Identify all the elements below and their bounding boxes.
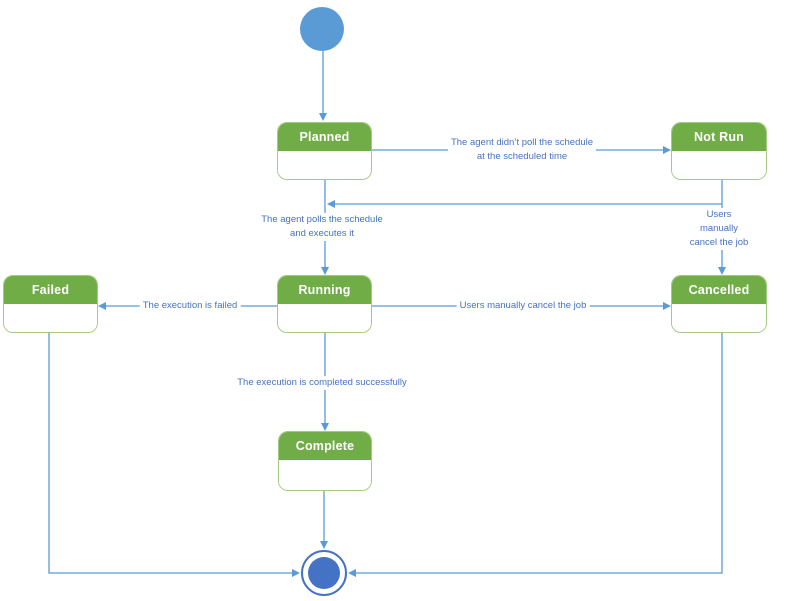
state-running-title: Running: [278, 276, 371, 306]
state-complete-title: Complete: [279, 432, 371, 462]
state-failed-title: Failed: [4, 276, 97, 306]
final-state-node[interactable]: [301, 550, 347, 596]
edge-initial-to-planned: [319, 51, 327, 121]
state-failed-body: [4, 306, 97, 332]
state-cancelled-title: Cancelled: [672, 276, 766, 306]
edge-failed-to-final: [48, 333, 300, 577]
edge-complete-to-final: [320, 491, 328, 549]
edge-label-planned-to-not-run: The agent didn’t poll the schedule at th…: [447, 136, 597, 164]
final-state-inner-dot: [308, 557, 340, 589]
edge-not-run-to-running-merge: [327, 200, 722, 208]
state-cancelled[interactable]: Cancelled: [671, 275, 767, 333]
state-running-body: [278, 306, 371, 332]
state-failed[interactable]: Failed: [3, 275, 98, 333]
initial-state-node[interactable]: [300, 7, 344, 51]
edge-label-planned-to-running: The agent polls the schedule and execute…: [258, 213, 386, 241]
state-not-run[interactable]: Not Run: [671, 122, 767, 180]
state-not-run-body: [672, 153, 766, 179]
edge-cancelled-to-final: [348, 333, 723, 577]
state-planned-title: Planned: [278, 123, 371, 153]
edge-label-running-to-complete: The execution is completed successfully: [234, 376, 410, 390]
state-not-run-title: Not Run: [672, 123, 766, 153]
edge-label-running-to-failed: The execution is failed: [139, 299, 241, 313]
state-planned[interactable]: Planned: [277, 122, 372, 180]
edge-label-running-to-cancelled: Users manually cancel the job: [456, 299, 590, 313]
state-complete-body: [279, 462, 371, 490]
state-complete[interactable]: Complete: [278, 431, 372, 491]
edge-label-not-run-to-cancelled: Users manually cancel the job: [683, 208, 755, 250]
state-cancelled-body: [672, 306, 766, 332]
state-running[interactable]: Running: [277, 275, 372, 333]
state-planned-body: [278, 153, 371, 179]
